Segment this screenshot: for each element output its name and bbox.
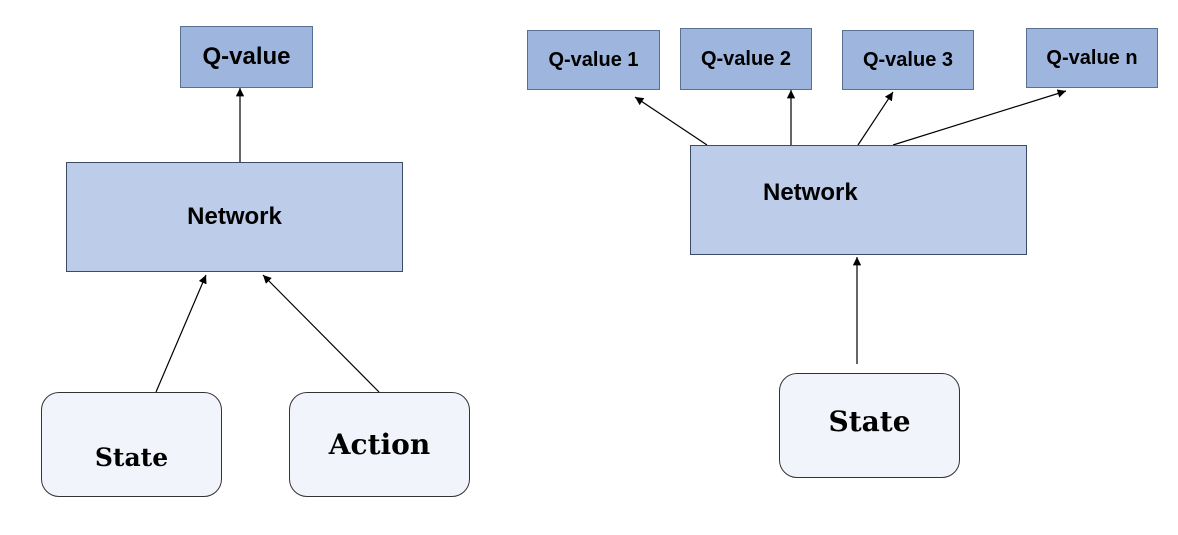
right-output-qvalue-1-box: Q-value 1 xyxy=(527,30,660,90)
right-network-box: Network xyxy=(690,145,1027,255)
arrow-network-to-qvalue-3 xyxy=(857,91,894,146)
right-output-qvalue-2-label: Q-value 2 xyxy=(700,47,792,70)
left-state-input-box: State xyxy=(41,392,222,497)
left-action-input-box: Action xyxy=(289,392,470,497)
left-action-label: Action xyxy=(328,428,431,461)
arrow-network-to-qvalue-n xyxy=(892,89,1067,146)
arrow-state-to-network xyxy=(155,274,207,393)
right-output-qvalue-1-label: Q-value 1 xyxy=(548,48,639,71)
right-state-input-box: State xyxy=(779,373,960,478)
arrow-action-to-network xyxy=(262,274,380,393)
right-output-qvalue-3-label: Q-value 3 xyxy=(862,48,954,71)
left-state-label: State xyxy=(94,443,169,472)
left-output-qvalue-box: Q-value xyxy=(180,26,313,88)
right-network-label: Network xyxy=(763,178,858,206)
left-network-box: Network xyxy=(66,162,403,272)
arrow-network-to-qvalue-1 xyxy=(634,96,708,146)
right-output-qvalue-3-box: Q-value 3 xyxy=(842,30,974,90)
right-output-qvalue-n-box: Q-value n xyxy=(1026,28,1158,88)
right-output-qvalue-n-label: Q-value n xyxy=(1046,46,1138,69)
right-state-label: State xyxy=(828,405,911,438)
left-network-label: Network xyxy=(187,203,282,230)
right-output-qvalue-2-box: Q-value 2 xyxy=(680,28,812,90)
left-output-qvalue-label: Q-value xyxy=(202,43,291,70)
